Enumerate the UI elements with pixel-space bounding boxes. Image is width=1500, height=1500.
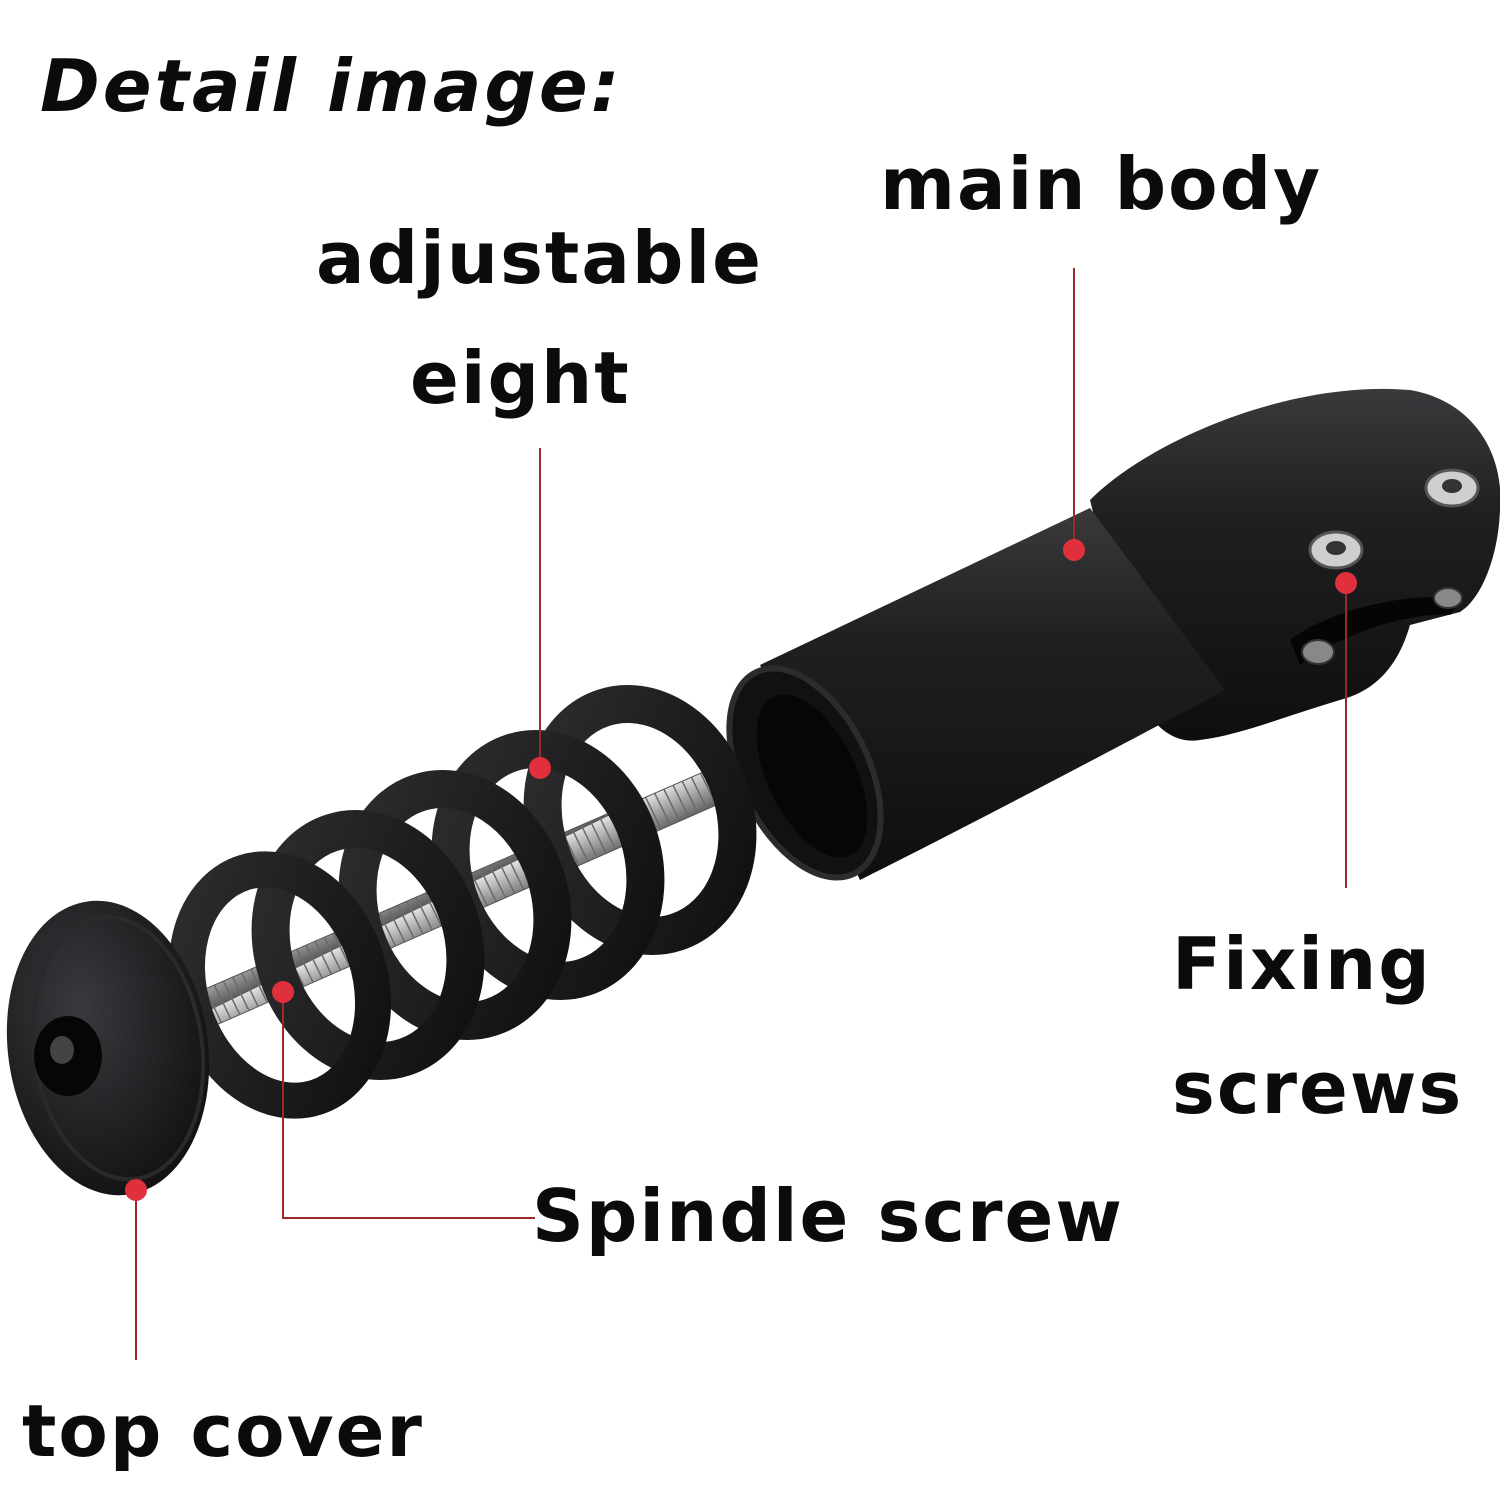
main-body-part (726, 388, 1500, 881)
adjustable-height-label-line2: eight (410, 336, 631, 420)
diagram-title: Detail image: (40, 44, 623, 128)
main-body-marker (1063, 539, 1085, 561)
top-cover-part (6, 900, 210, 1196)
spindle-screw-marker (272, 981, 294, 1003)
spindle-screw-leader (282, 993, 535, 1219)
marker-dots (125, 539, 1357, 1201)
fixing-screws-part (1301, 468, 1480, 665)
fixing-screws-label-line1: Fixing (1172, 922, 1432, 1006)
top-cover-marker (125, 1179, 147, 1201)
fixing-screws-marker (1335, 572, 1357, 594)
adjustable-height-marker (529, 757, 551, 779)
leader-lines (135, 268, 1347, 1360)
fixing-screws-label-line2: screws (1172, 1046, 1464, 1130)
top-cover-label: top cover (22, 1389, 424, 1473)
spacer-rings-part (168, 684, 757, 1119)
main-body-label: main body (880, 142, 1323, 226)
spindle-screw-label: Spindle screw (532, 1174, 1124, 1258)
adjustable-height-label-line1: adjustable (316, 216, 763, 300)
